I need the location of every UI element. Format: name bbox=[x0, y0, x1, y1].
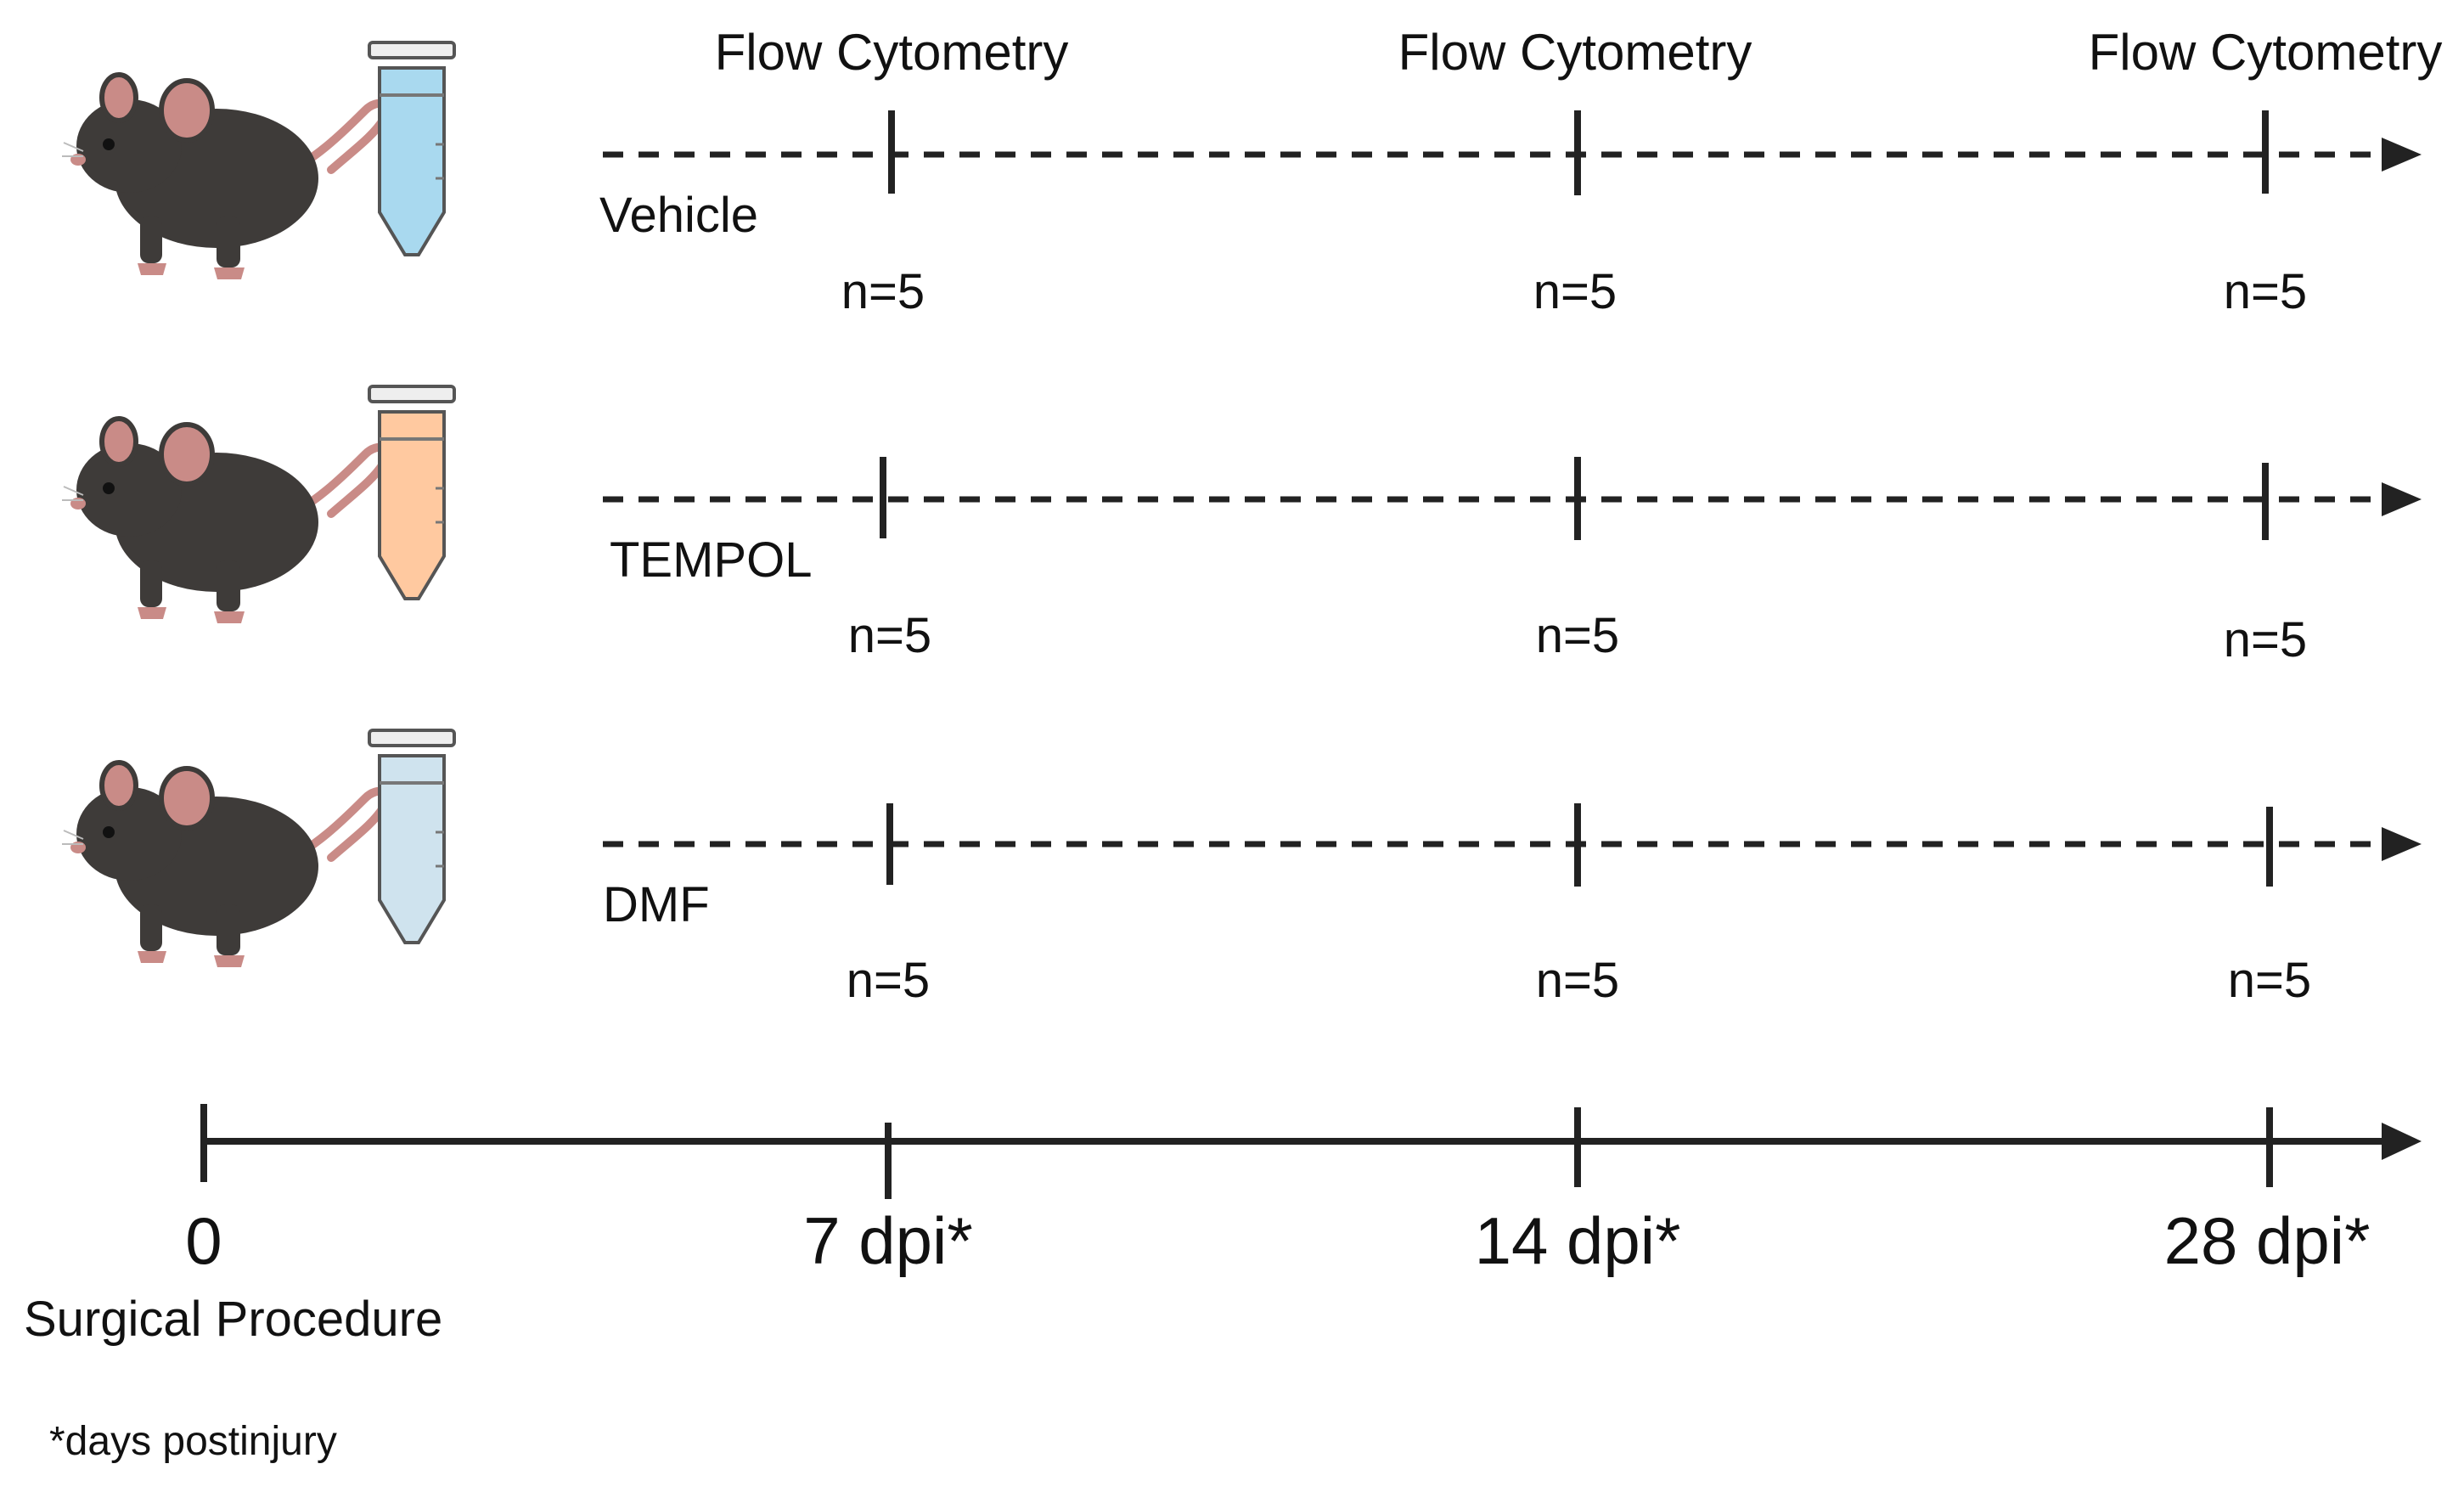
sample-size-label: n=5 bbox=[2224, 612, 2307, 667]
surgical-procedure-label: Surgical Procedure bbox=[24, 1292, 442, 1347]
flow-cytometry-label: Flow Cytometry bbox=[2089, 24, 2443, 81]
tube-icon bbox=[368, 729, 456, 944]
sample-size-label: n=5 bbox=[1533, 264, 1617, 319]
sample-size-label: n=5 bbox=[1536, 953, 1619, 1008]
sample-size-label: n=5 bbox=[847, 953, 930, 1008]
sample-size-label: n=5 bbox=[2228, 953, 2311, 1008]
sample-size-label: n=5 bbox=[848, 608, 931, 663]
tube-liquid bbox=[378, 66, 446, 256]
mouse-icon bbox=[62, 763, 387, 967]
timeline-tick-label: 28 dpi* bbox=[2164, 1203, 2371, 1278]
mouse-icon bbox=[62, 75, 387, 279]
main-timeline: 0 7 dpi* 14 dpi* 28 dpi* Surgical Proced… bbox=[24, 1104, 2422, 1347]
timeline-tick-label: 14 dpi* bbox=[1475, 1203, 1681, 1278]
timeline-tick-label: 7 dpi* bbox=[803, 1203, 973, 1278]
group-timeline-dmf: DMF n=5 n=5 n=5 bbox=[603, 803, 2422, 1008]
sample-size-label: n=5 bbox=[841, 264, 925, 319]
group-label: DMF bbox=[603, 877, 710, 932]
tube-liquid bbox=[378, 410, 446, 600]
flow-cytometry-label: Flow Cytometry bbox=[715, 24, 1069, 81]
sample-size-label: n=5 bbox=[1536, 608, 1619, 663]
tube-liquid bbox=[378, 754, 446, 944]
footnote: *days postinjury bbox=[49, 1419, 337, 1464]
group-timeline-tempol: TEMPOL n=5 n=5 n=5 bbox=[603, 457, 2422, 667]
group-label: Vehicle bbox=[599, 188, 758, 243]
tube-icon bbox=[368, 41, 456, 256]
tube-icon bbox=[368, 385, 456, 600]
mouse-icon bbox=[62, 419, 387, 623]
group-label: TEMPOL bbox=[610, 532, 813, 588]
flow-cytometry-label: Flow Cytometry bbox=[1398, 24, 1752, 81]
group-timeline-vehicle: Vehicle n=5 n=5 n=5 bbox=[599, 110, 2422, 319]
sample-size-label: n=5 bbox=[2224, 264, 2307, 319]
timeline-tick-label: 0 bbox=[185, 1203, 222, 1278]
